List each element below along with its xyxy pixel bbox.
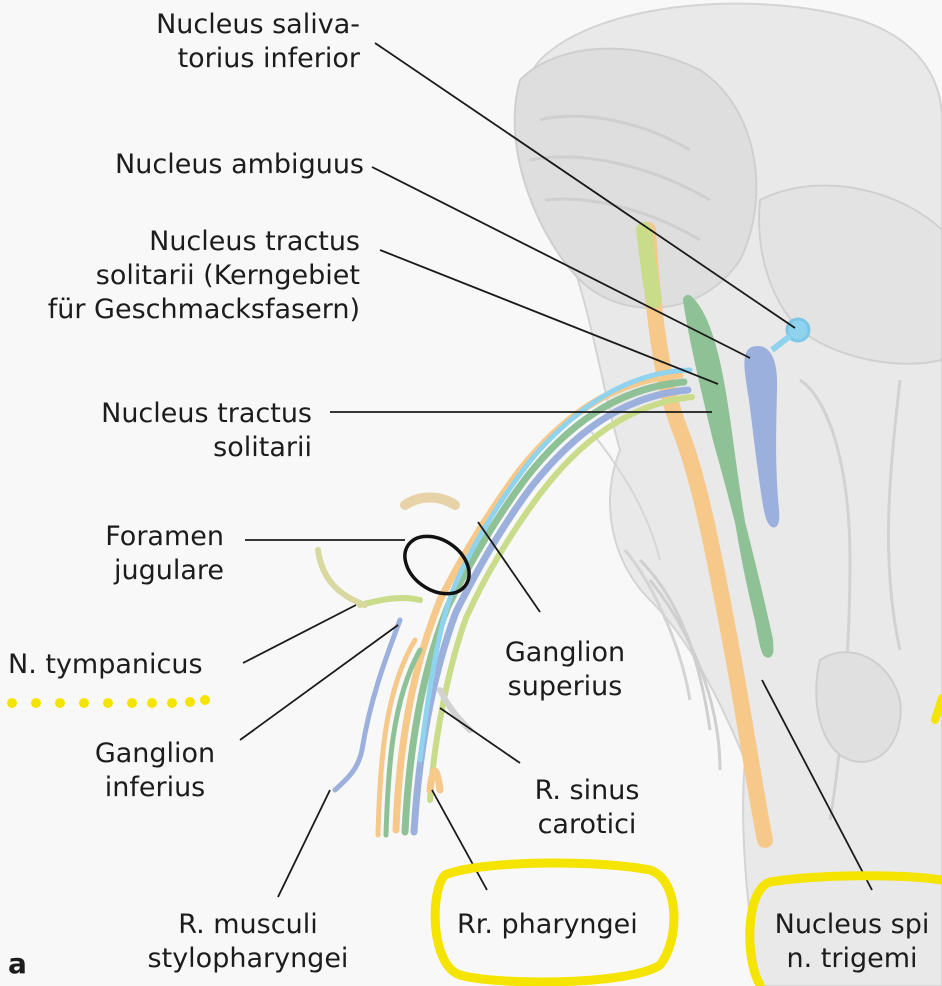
label-r-musculi-stylopharyngei: R. musculi stylopharyngei (118, 908, 378, 976)
label-foramen-jugulare: Foramen jugulare (105, 520, 224, 588)
label-nucleus-spinalis: Nucleus spi n. trigemi (762, 908, 942, 976)
label-nucleus-salivatorius: Nucleus saliva- torius inferior (156, 8, 360, 76)
label-nucleus-ambiguus: Nucleus ambiguus (115, 148, 364, 182)
label-ganglion-inferius: Ganglion inferius (70, 737, 240, 805)
panel-letter: a (8, 947, 27, 981)
label-nucleus-tractus-solitarii: Nucleus tractus solitarii (101, 397, 312, 465)
label-n-tympanicus: N. tympanicus (8, 648, 203, 682)
label-ganglion-superius: Ganglion superius (480, 636, 650, 704)
label-r-sinus-carotici: R. sinus carotici (512, 774, 662, 842)
label-nucleus-tractus-solitarii-taste: Nucleus tractus solitarii (Kerngebiet fü… (48, 225, 360, 327)
label-rr-pharyngei: Rr. pharyngei (457, 908, 638, 942)
nucleus-tractus-solitarii-taste (644, 230, 654, 300)
